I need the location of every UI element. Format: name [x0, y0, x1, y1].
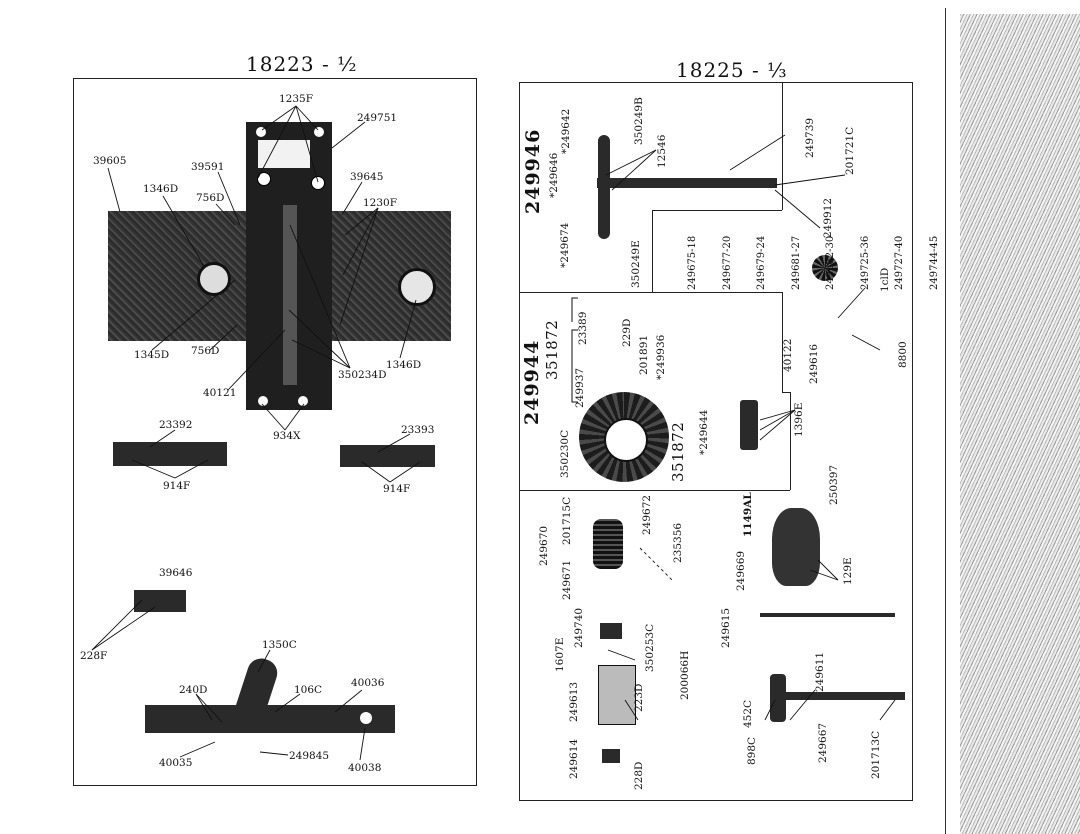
hole-40038 — [360, 712, 372, 724]
bar-40036 — [145, 705, 395, 733]
label-756D-b: 756D — [191, 345, 220, 357]
label-1350C: 1350C — [262, 639, 297, 651]
page-edge-texture — [960, 14, 1080, 834]
label-228F: 228F — [80, 650, 108, 662]
label-756D-a: 756D — [196, 192, 225, 204]
section-divider-6 — [782, 292, 784, 392]
block-249740 — [600, 623, 622, 639]
small-gear — [812, 255, 838, 281]
label-40038: 40038 — [348, 762, 382, 774]
hole-bottom-left — [258, 396, 268, 406]
hole-top-left — [256, 127, 266, 137]
label-39645: 39645 — [350, 171, 384, 183]
left-diagram-frame — [73, 78, 477, 786]
hole-top-right — [314, 127, 324, 137]
cam-1149AL — [772, 508, 820, 586]
strip-23393 — [340, 445, 435, 467]
label-23393: 23393 — [401, 424, 435, 436]
gear-hub-249944 — [604, 418, 648, 462]
hole-upper-right — [311, 176, 325, 190]
bracket-1396E — [740, 400, 758, 450]
section-divider-7 — [782, 392, 791, 394]
label-1235F: 1235F — [279, 93, 314, 105]
gear-249946 — [598, 135, 610, 239]
screw-left — [197, 262, 231, 296]
right-page-heading: 18225 - ⅓ — [676, 58, 788, 82]
label-914F-b: 914F — [383, 483, 411, 495]
slide-window — [258, 140, 310, 168]
section-divider-5 — [652, 210, 654, 292]
label-106C: 106C — [294, 684, 323, 696]
section-divider-2 — [519, 490, 790, 492]
rod-249615 — [760, 613, 895, 617]
shaft-249611 — [785, 692, 905, 700]
label-914F-a: 914F — [163, 480, 191, 492]
label-350234D: 350234D — [338, 369, 387, 381]
label-1345D: 1345D — [134, 349, 170, 361]
right-diagram-frame — [519, 82, 913, 801]
label-249751: 249751 — [357, 112, 398, 124]
left-page-heading: 18223 - ½ — [246, 52, 358, 76]
section-divider-8 — [790, 392, 792, 490]
strip-23392 — [113, 442, 227, 466]
shaft-249946 — [597, 178, 777, 188]
hole-bottom-right — [298, 396, 308, 406]
label-240D: 240D — [179, 684, 208, 696]
slot-highlight — [283, 205, 297, 385]
label-934X: 934X — [273, 430, 301, 442]
section-divider-1 — [519, 292, 782, 294]
gear-249611 — [770, 674, 786, 722]
label-1346D-a: 1346D — [143, 183, 179, 195]
label-39605: 39605 — [93, 155, 127, 167]
label-1346D-b: 1346D — [386, 359, 422, 371]
gear-249670 — [593, 519, 623, 569]
hole-upper-left — [257, 172, 271, 186]
label-23392: 23392 — [159, 419, 193, 431]
label-40035: 40035 — [159, 757, 193, 769]
section-divider-3 — [782, 82, 784, 210]
label-40036: 40036 — [351, 677, 385, 689]
screw-right — [398, 268, 436, 306]
label-1230F: 1230F — [363, 197, 398, 209]
block-249614 — [602, 749, 620, 763]
bracket-39646 — [134, 590, 186, 612]
section-divider-4 — [652, 210, 782, 212]
label-40121: 40121 — [203, 387, 237, 399]
label-39591: 39591 — [191, 161, 225, 173]
label-249845: 249845 — [289, 750, 330, 762]
page-edge-line — [945, 8, 946, 834]
label-39646: 39646 — [159, 567, 193, 579]
block-249613 — [598, 665, 636, 725]
